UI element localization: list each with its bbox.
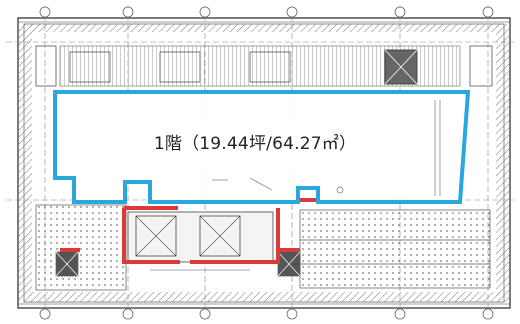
tenant-interior-marks <box>212 100 441 196</box>
tenant-area-outline <box>53 90 471 204</box>
hatched-walls <box>18 24 510 302</box>
lower-details <box>35 204 491 291</box>
grid-markers <box>39 6 494 320</box>
floor-area-label: 1階（19.44坪/64.27㎡） <box>153 133 357 154</box>
upper-service-band <box>35 45 493 87</box>
core-area <box>60 198 320 271</box>
